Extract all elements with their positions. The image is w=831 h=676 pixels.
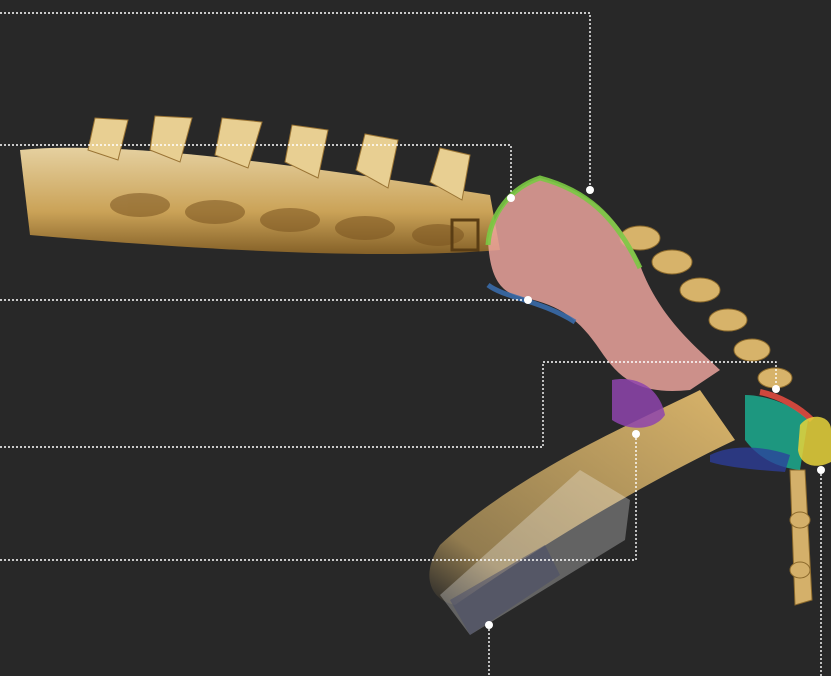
anchor-acetabulum xyxy=(632,430,640,438)
leader-lines xyxy=(0,13,821,676)
anchor-ischial-border xyxy=(524,296,532,304)
anchor-femur xyxy=(485,621,493,629)
lower-limb xyxy=(790,470,812,605)
anchor-ilium-wing xyxy=(507,194,515,202)
anchor-ischium xyxy=(772,385,780,393)
anchor-iliac-crest xyxy=(586,186,594,194)
femur xyxy=(429,390,735,635)
tail-tip xyxy=(798,417,831,466)
vertebral-column xyxy=(0,100,500,280)
anchor-tail-tip xyxy=(817,466,825,474)
